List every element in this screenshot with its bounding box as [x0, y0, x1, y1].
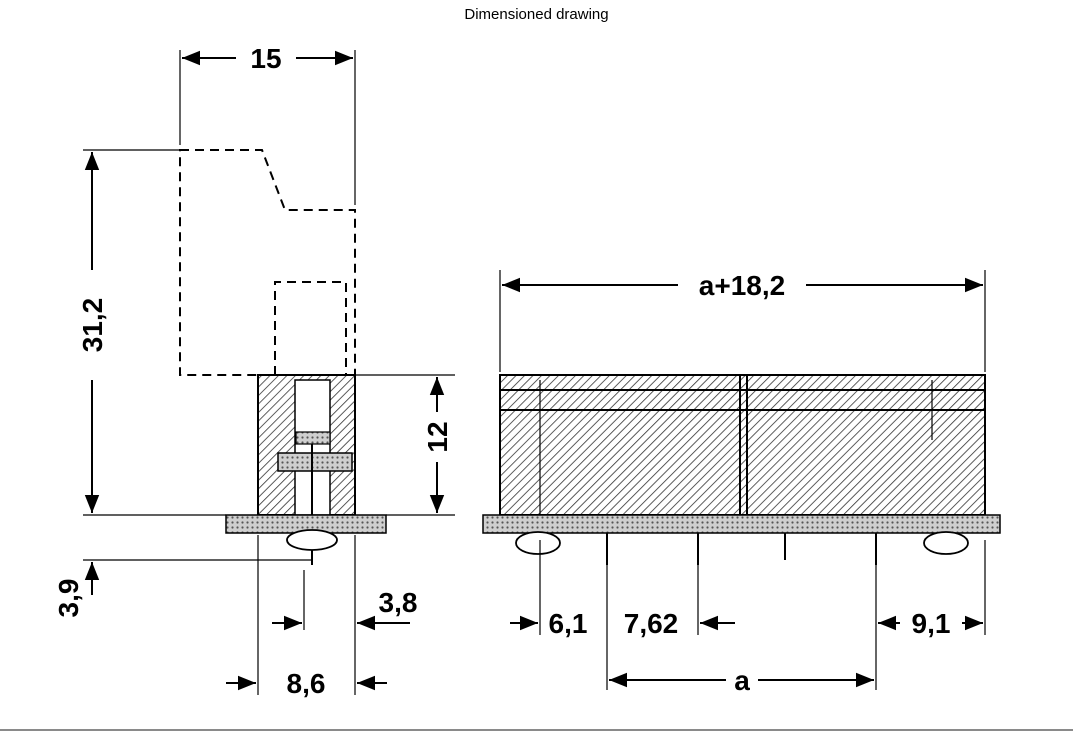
- dim-a: a: [734, 665, 750, 696]
- plug-outline: [179, 149, 356, 376]
- plug-inner-outline: [274, 281, 347, 375]
- pin-block: [277, 452, 353, 472]
- dim-a-18-2: a+18,2: [699, 270, 785, 301]
- dim-8-6: 8,6: [287, 668, 326, 699]
- screw-right: [923, 531, 969, 555]
- pcb-front: [482, 514, 1001, 534]
- dim-9-1: 9,1: [912, 608, 951, 639]
- pin-block-small: [295, 431, 331, 445]
- dim-3-9: 3,9: [53, 579, 84, 618]
- dim-6-1: 6,1: [549, 608, 588, 639]
- solder-joint: [286, 529, 338, 551]
- side-view: 15 31,2 12 3,9 3,8 8,6: [53, 43, 455, 699]
- screw-left: [515, 531, 561, 555]
- dim-7-62: 7,62: [624, 608, 679, 639]
- header-front-body: [499, 374, 986, 516]
- bottom-divider: [0, 729, 1073, 731]
- dim-12: 12: [422, 421, 453, 452]
- dim-3-8: 3,8: [379, 587, 418, 618]
- dim-31-2: 31,2: [77, 298, 108, 353]
- front-view: a+18,2 6,1 7,62 9,1 a: [482, 270, 1001, 696]
- dim-15: 15: [250, 43, 281, 74]
- drawing-title: Dimensioned drawing: [464, 6, 609, 23]
